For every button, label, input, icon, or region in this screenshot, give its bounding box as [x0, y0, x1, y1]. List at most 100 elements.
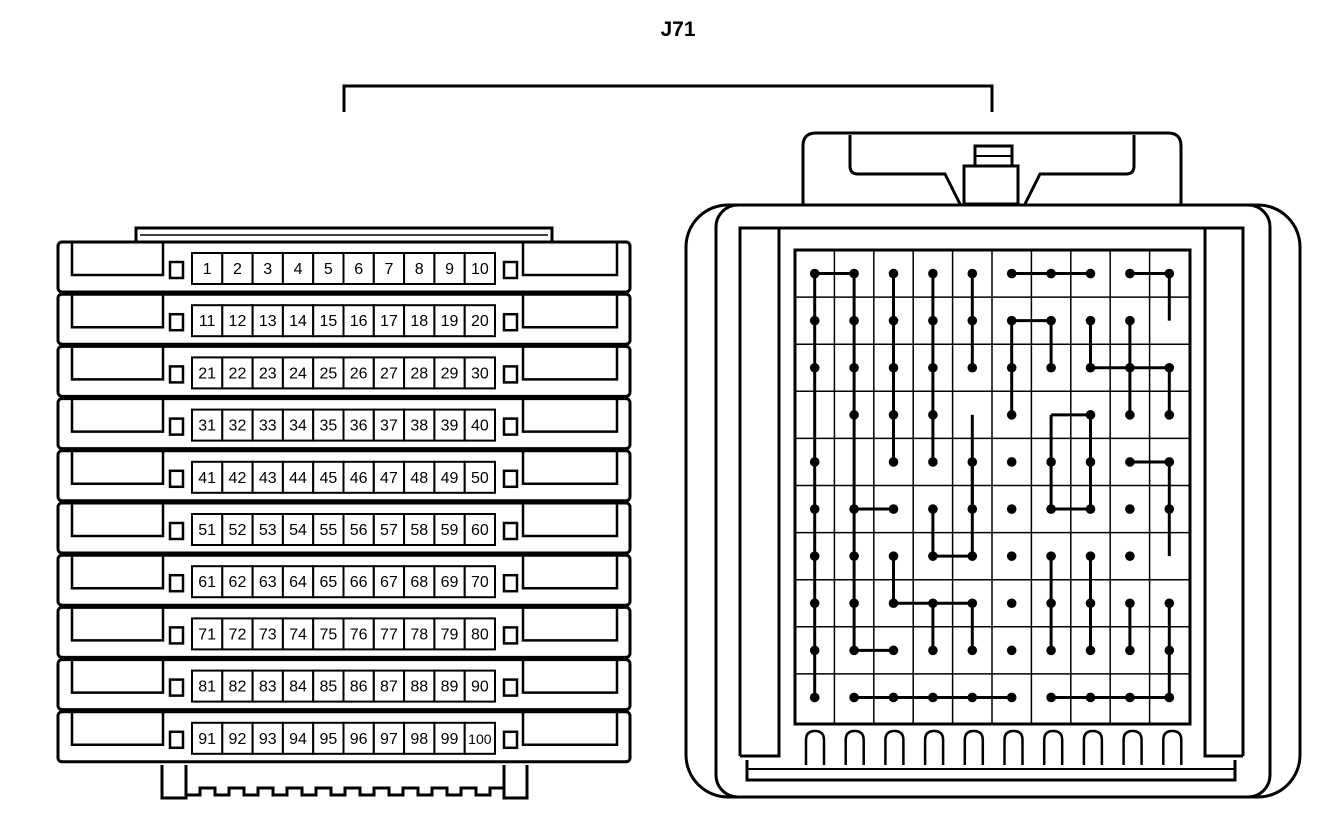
pin-number: 85 [319, 679, 337, 696]
wire-pin [1006, 410, 1017, 420]
wire-pin [1085, 645, 1096, 656]
wire-pin [1164, 504, 1175, 514]
terminal-cell [312, 408, 345, 442]
wire-pin [849, 645, 859, 656]
wire-pin [1006, 504, 1017, 514]
terminal-cell [342, 408, 375, 442]
pin-number: 87 [380, 679, 398, 696]
wire-pin [928, 457, 938, 467]
wire-pin [1046, 362, 1056, 373]
terminal-cell [251, 513, 284, 546]
row-left-latch [70, 398, 165, 433]
terminal-cell [281, 408, 315, 442]
wire-pin [1125, 551, 1135, 561]
terminal-cell [191, 304, 224, 338]
wire-pin [849, 268, 859, 279]
pin-number: 43 [259, 470, 277, 487]
pin-number: 40 [471, 418, 489, 435]
wire-pin [1125, 268, 1135, 279]
pin-number: 99 [441, 731, 459, 748]
terminal-cell [312, 669, 345, 703]
pin-number: 7 [384, 261, 393, 278]
bottom-slot [1122, 729, 1143, 765]
pin-number: 5 [324, 261, 333, 278]
terminal-cell [281, 304, 315, 338]
wire-pin [809, 315, 820, 326]
wire-pin [849, 598, 859, 609]
wire-pin [1006, 551, 1017, 561]
pin-number: 19 [441, 313, 459, 330]
pin-number: 42 [229, 470, 247, 487]
wire-pin [967, 362, 978, 373]
pin-number: 3 [263, 261, 272, 278]
row-left-key [168, 626, 185, 645]
wire-pin [1164, 645, 1175, 656]
row-left-latch [70, 450, 165, 486]
lock-tab [801, 131, 1183, 205]
pin-number: 90 [471, 679, 489, 696]
pin-number: 71 [198, 626, 216, 643]
pin-number: 59 [441, 522, 459, 539]
pin-number: 9 [445, 261, 454, 278]
row-left-latch [70, 711, 165, 747]
row-left-key [168, 521, 185, 541]
wire-pin [1006, 315, 1017, 326]
terminal-cell [312, 252, 345, 285]
pin-number: 63 [259, 574, 277, 591]
pin-number: 50 [471, 470, 489, 487]
pin-number: 39 [441, 418, 459, 435]
pin-number: 16 [350, 313, 368, 330]
pin-number: 1 [203, 261, 212, 278]
terminal-cell [251, 617, 284, 651]
bottom-slot [1162, 729, 1183, 765]
wire-pin [809, 504, 820, 514]
wire-pin [1006, 645, 1017, 656]
terminal-cell [312, 513, 345, 546]
terminal-cell [433, 617, 466, 651]
wire-pin [849, 551, 859, 561]
pin-number: 83 [259, 679, 277, 696]
pin-number: 14 [289, 313, 307, 330]
housing-inner [714, 203, 1272, 799]
top-ridge [134, 226, 554, 242]
wire-pin [1125, 362, 1135, 373]
pin-number: 93 [259, 731, 277, 748]
wire-pin [1085, 315, 1096, 326]
terminal-cell [191, 460, 224, 494]
connector-bracket [342, 84, 994, 112]
wire-pin [809, 268, 820, 279]
terminal-cell [372, 617, 406, 651]
terminal-cell [403, 721, 436, 755]
pin-number: 28 [410, 365, 428, 382]
wire-pin [888, 362, 899, 373]
wire-pin [928, 692, 938, 703]
pin-number: 15 [319, 313, 337, 330]
inner-frame [738, 226, 1245, 756]
pin-number: 77 [380, 626, 398, 643]
pin-number: 24 [289, 365, 307, 382]
pin-number: 68 [410, 574, 428, 591]
row-left-latch [70, 346, 165, 381]
terminal-cell [191, 565, 224, 599]
row-right-latch [521, 450, 619, 486]
terminal-cell [191, 356, 224, 390]
row-right-key [502, 521, 519, 541]
row-left-key [168, 260, 185, 280]
pin-number: 10 [471, 261, 489, 278]
terminal-cell [312, 721, 345, 755]
wire-pin [888, 268, 899, 279]
pin-number: 98 [410, 731, 428, 748]
terminal-cell [463, 513, 497, 546]
row-right-latch [521, 659, 619, 694]
row-left-latch [70, 659, 165, 694]
terminal-cell [251, 356, 284, 390]
terminal-cell [372, 356, 406, 390]
left-rail [740, 228, 781, 758]
pin-number: 49 [441, 470, 459, 487]
terminal-cell [372, 669, 406, 703]
